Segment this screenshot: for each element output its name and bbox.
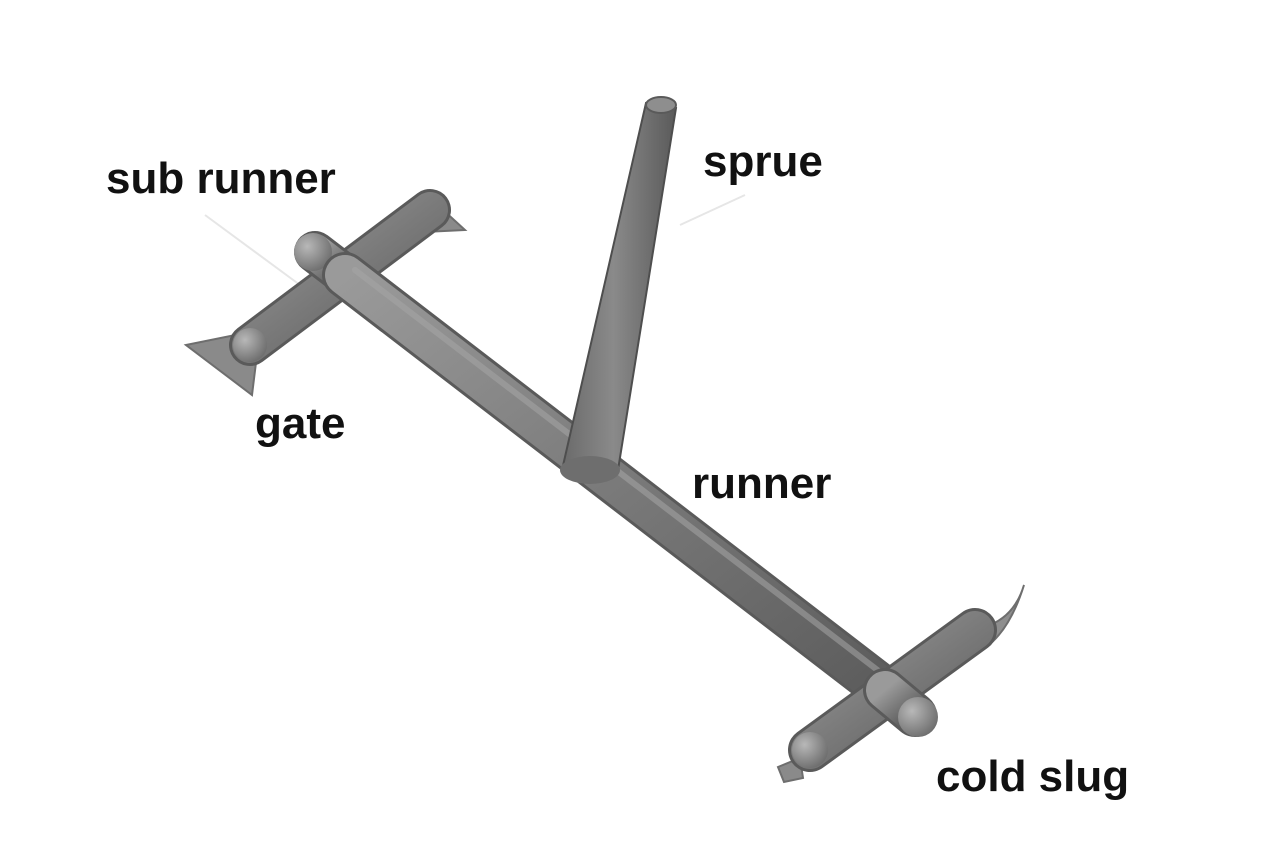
cold-slug-well-lower	[898, 697, 938, 737]
sprue	[560, 96, 678, 484]
label-sub-runner: sub runner	[106, 154, 336, 203]
sub-runner-end-cap	[233, 328, 267, 362]
leader-lines	[204, 194, 746, 286]
label-sprue: sprue	[703, 137, 823, 186]
leader-sub-runner	[204, 214, 301, 286]
label-cold-slug: cold slug	[936, 752, 1130, 801]
cold-slug-well-upper	[294, 233, 332, 271]
sub-runner-lower	[776, 584, 1025, 784]
label-gate: gate	[255, 399, 346, 448]
sprue-top-cap	[645, 96, 677, 114]
leader-sprue	[679, 194, 746, 226]
label-runner: runner	[692, 459, 832, 508]
sub-runner-lower-end-cap	[792, 732, 828, 768]
sprue-base	[560, 456, 620, 484]
